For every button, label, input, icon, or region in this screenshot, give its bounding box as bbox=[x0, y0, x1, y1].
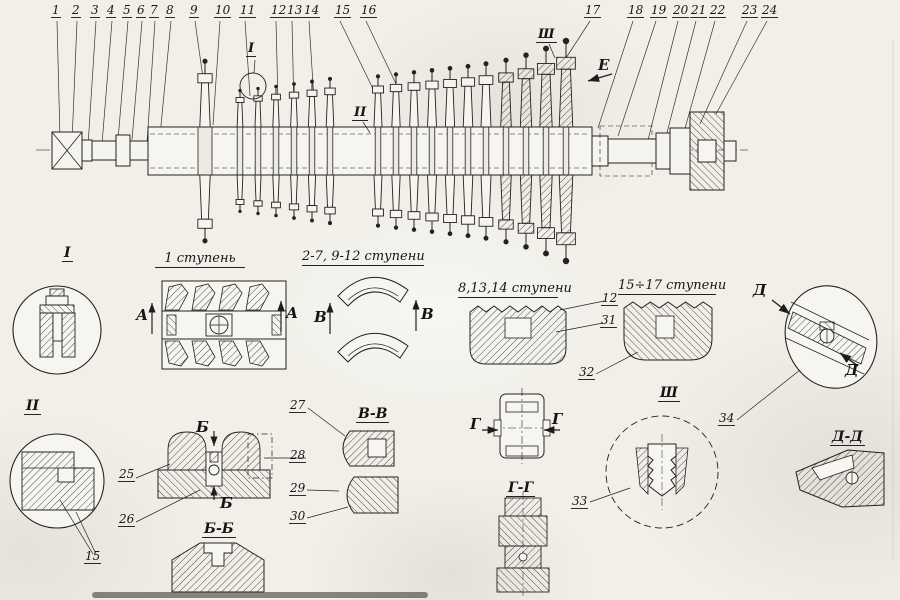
stages2-7-label: 2-7, 9-12 ступени bbox=[302, 249, 425, 267]
callout-19: 19 bbox=[650, 3, 668, 18]
callout-18: 18 bbox=[627, 3, 645, 18]
callout-16: 16 bbox=[360, 3, 378, 18]
callout-20: 20 bbox=[672, 3, 690, 18]
callout-3: 3 bbox=[90, 3, 100, 18]
detail-i bbox=[12, 285, 102, 375]
callout-30: 30 bbox=[289, 509, 307, 524]
letter-e: Е bbox=[598, 56, 610, 74]
callout-2: 2 bbox=[71, 3, 81, 18]
detail-gg-part bbox=[482, 388, 560, 464]
callout-29: 29 bbox=[289, 481, 307, 496]
callout-1: 1 bbox=[51, 3, 61, 18]
detail-vv-section bbox=[342, 430, 399, 514]
callout-24: 24 bbox=[761, 3, 779, 18]
stage1-label: 1 ступень bbox=[155, 251, 245, 269]
rotor-marker-ii: II bbox=[352, 105, 369, 121]
detail-dd-section bbox=[795, 449, 885, 508]
detail-stages8-14 bbox=[469, 300, 639, 375]
section-vv-label: В-В bbox=[356, 406, 390, 424]
callout-14: 14 bbox=[303, 3, 321, 18]
section-d-arrow-bottom bbox=[839, 352, 859, 367]
view-e-arrow bbox=[587, 73, 613, 82]
callout-31: 31 bbox=[600, 313, 618, 328]
callout-27: 27 bbox=[289, 398, 307, 413]
callout-22: 22 bbox=[709, 3, 727, 18]
section-d-arrow-top bbox=[771, 299, 791, 315]
callout-33: 33 bbox=[571, 494, 589, 509]
callout-17: 17 bbox=[584, 3, 602, 18]
callout-25: 25 bbox=[118, 467, 136, 482]
callout-34: 34 bbox=[718, 411, 736, 426]
rotor-marker-iii: Ш bbox=[536, 27, 557, 43]
detail-ii bbox=[9, 433, 105, 555]
letter-d-bottom: Д bbox=[845, 361, 859, 379]
callout-12: 12 bbox=[270, 3, 288, 18]
letter-g-right: Г bbox=[552, 410, 563, 428]
letter-d-top: Д bbox=[753, 281, 767, 299]
left-coupling bbox=[51, 131, 93, 170]
section-bb-label: Б-Б bbox=[202, 521, 236, 539]
callout-4: 4 bbox=[106, 3, 116, 18]
callout-6: 6 bbox=[136, 3, 146, 18]
callout-28: 28 bbox=[289, 448, 307, 463]
detail-b-roots bbox=[135, 407, 349, 523]
detail-stage1 bbox=[148, 280, 287, 370]
detail-iii-label: Ш bbox=[658, 385, 680, 403]
turbine-stages bbox=[197, 37, 576, 265]
detail-i-marker-circle bbox=[239, 72, 267, 100]
detail-stages15-17 bbox=[623, 301, 713, 361]
detail-i-label: I bbox=[62, 245, 73, 263]
callout-10: 10 bbox=[214, 3, 232, 18]
stages8-14-label: 8,13,14 ступени bbox=[458, 281, 572, 299]
scan-artifact-bottom bbox=[92, 592, 428, 598]
letter-v-right: В bbox=[421, 305, 434, 323]
rotor-marker-i: I bbox=[246, 41, 257, 57]
callout-13: 13 bbox=[286, 3, 304, 18]
callout-32: 32 bbox=[578, 365, 596, 380]
detail-gg-section bbox=[496, 492, 550, 597]
section-dd-label: Д-Д bbox=[830, 429, 865, 447]
rotor-drum bbox=[147, 126, 593, 176]
callout-26: 26 bbox=[118, 512, 136, 527]
callout-12-detail: 12 bbox=[601, 291, 619, 306]
detail-bb-section bbox=[171, 542, 265, 593]
callout-leader-lines bbox=[56, 20, 768, 149]
letter-a-left: А bbox=[136, 306, 149, 324]
callout-5: 5 bbox=[122, 3, 132, 18]
seal-collar bbox=[115, 134, 131, 167]
letter-b-bottom: Б bbox=[220, 494, 233, 512]
letter-v-left: В bbox=[314, 308, 327, 326]
stages15-17-label: 15÷17 ступени bbox=[618, 278, 726, 296]
detail-iii bbox=[589, 415, 719, 529]
callout-9: 9 bbox=[189, 3, 199, 18]
callout-11: 11 bbox=[239, 3, 257, 18]
rotor-assembly bbox=[36, 37, 748, 265]
callout-21: 21 bbox=[690, 3, 708, 18]
detail-ii-label: II bbox=[24, 398, 42, 416]
right-end bbox=[591, 111, 737, 191]
detail-stages2-7 bbox=[326, 277, 420, 363]
callout-15-detail: 15 bbox=[84, 549, 102, 564]
callout-23: 23 bbox=[741, 3, 759, 18]
callout-8: 8 bbox=[165, 3, 175, 18]
callout-7: 7 bbox=[149, 3, 159, 18]
letter-g-left: Г bbox=[470, 415, 481, 433]
section-gg-label: Г-Г bbox=[506, 480, 536, 498]
detail-d-oval bbox=[736, 285, 878, 421]
letter-a-right: А bbox=[286, 304, 299, 322]
callout-15: 15 bbox=[334, 3, 352, 18]
letter-b-top: Б bbox=[196, 418, 209, 436]
